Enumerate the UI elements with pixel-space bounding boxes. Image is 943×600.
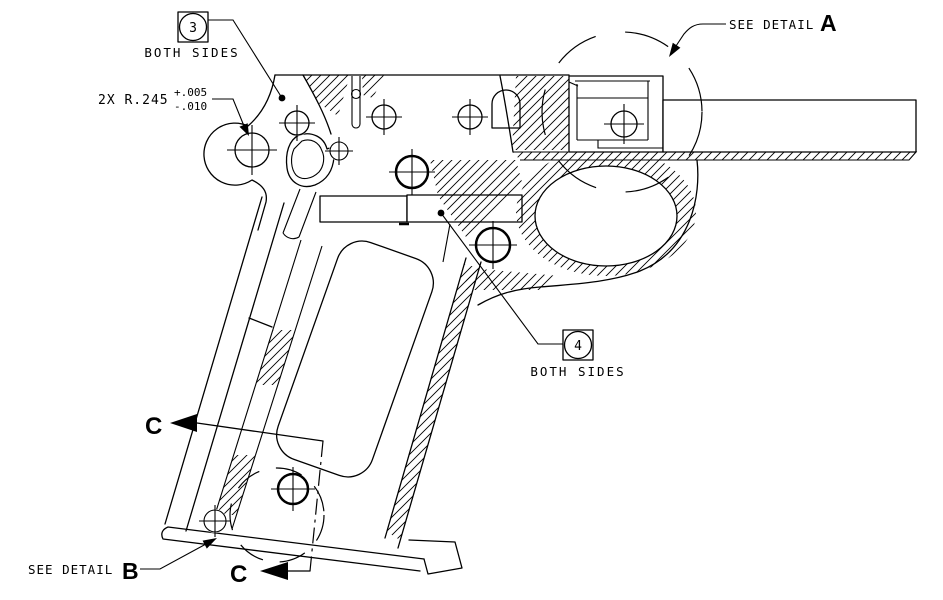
hole-mid-upper	[366, 99, 402, 135]
section-arrow-top	[170, 414, 197, 432]
balloon-4-circle	[563, 330, 593, 360]
guard-outer-outline	[477, 159, 699, 306]
section-c-bottom-letter: C	[230, 561, 247, 588]
hole-firing-pin-stop	[604, 104, 644, 144]
balloon-3-note: BOTH SIDES	[144, 45, 239, 60]
trigger-channel	[282, 188, 317, 240]
trigger-guard-bow	[534, 165, 678, 267]
balloon-4-note: BOTH SIDES	[530, 364, 625, 379]
disconnector-slot	[491, 89, 521, 129]
radius-dimension-value: 2X R.245	[98, 93, 169, 108]
frame-edge-connector	[442, 223, 451, 263]
hole-small-front	[325, 137, 353, 165]
backstrap-outer-lines	[164, 196, 285, 532]
backstrap-hatch-2	[215, 455, 255, 515]
plunger-tunnel	[351, 76, 361, 129]
radius-tolerance-minus: -.010	[174, 100, 207, 113]
backstrap-hatch-1	[256, 330, 295, 385]
radius-dimension: 2X R.245 +.005 -.010	[98, 86, 249, 136]
guard-web-hatch	[430, 160, 522, 240]
rail-rect	[662, 99, 917, 153]
frontstrap-hatch	[387, 264, 479, 540]
trigger-guard	[430, 159, 699, 306]
section-c-cut: C C	[145, 413, 324, 588]
radius-tolerance-plus: +.005	[174, 86, 207, 99]
section-c-top-letter: C	[145, 413, 162, 440]
trigger-bar-left	[319, 195, 408, 223]
balloon-4: 4 BOTH SIDES	[437, 209, 625, 379]
rail-strip-edges	[513, 151, 918, 161]
housing-joint-line	[248, 317, 273, 328]
balloon-3: 3 BOTH SIDES	[144, 11, 286, 102]
backstrap-channel-lines	[212, 239, 323, 530]
see-detail-a: SEE DETAIL A	[669, 10, 837, 57]
holes	[199, 99, 517, 537]
detail-a-boundary-circle	[541, 31, 703, 193]
section-cut-centerline	[309, 440, 324, 572]
upper-frame	[203, 74, 570, 240]
butt-step	[408, 539, 463, 575]
guard-lower-web-hatch	[463, 268, 560, 290]
detail-a-label: SEE DETAIL	[729, 17, 814, 32]
trigger-opening-outer	[285, 133, 335, 188]
hatch-top-left-2	[362, 75, 384, 98]
rear-frame-edge	[499, 75, 514, 153]
hole-front-upper	[279, 105, 315, 141]
plunger-hole	[350, 88, 362, 100]
section-arrow-bottom	[260, 562, 288, 580]
trigger-opening-inner	[291, 139, 325, 180]
balloon-3-number: 3	[189, 21, 197, 36]
slide-rail	[513, 99, 918, 161]
frontstrap-lines	[384, 257, 482, 549]
radius-leader-arrowhead	[239, 123, 249, 136]
detail-b-arrowhead	[202, 538, 217, 549]
hole-sear-pin	[389, 149, 435, 195]
balloon-4-leader-dot	[437, 209, 445, 217]
see-detail-b: SEE DETAIL B	[28, 538, 217, 584]
rail-hatch-strip	[513, 152, 916, 160]
butt-lines	[161, 526, 425, 572]
detail-b-label: SEE DETAIL	[28, 562, 113, 577]
hole-slide-stop	[227, 125, 277, 175]
front-boss-outline	[203, 74, 276, 231]
detail-b-letter: B	[122, 558, 139, 584]
balloon-4-number: 4	[574, 339, 582, 354]
hatch-rear-block	[512, 76, 569, 150]
section-line-top	[196, 422, 324, 442]
front-slope-edge	[302, 74, 332, 135]
hole-hammer-pin	[469, 221, 517, 269]
detail-a-letter: A	[820, 10, 837, 36]
detail-a-arrowhead	[669, 42, 681, 57]
abutment-inner-lines	[568, 80, 663, 149]
hatch-top-left	[303, 75, 350, 116]
hole-rear-upper	[452, 99, 488, 135]
grip	[161, 196, 482, 575]
balloon-3-circle	[178, 12, 208, 42]
detail-b-leader	[140, 543, 207, 570]
detail-a-region	[568, 75, 664, 153]
hole-grip-screw	[271, 467, 315, 511]
detail-b-boundary-circle	[229, 467, 325, 563]
balloon-3-leader	[208, 19, 283, 99]
balloon-3-leader-dot	[278, 94, 286, 102]
hole-housing-pin	[199, 505, 231, 537]
detail-a-leader	[675, 23, 726, 47]
magazine-well	[276, 240, 434, 478]
balloon-4-leader	[440, 212, 563, 345]
radius-leader	[212, 98, 245, 127]
